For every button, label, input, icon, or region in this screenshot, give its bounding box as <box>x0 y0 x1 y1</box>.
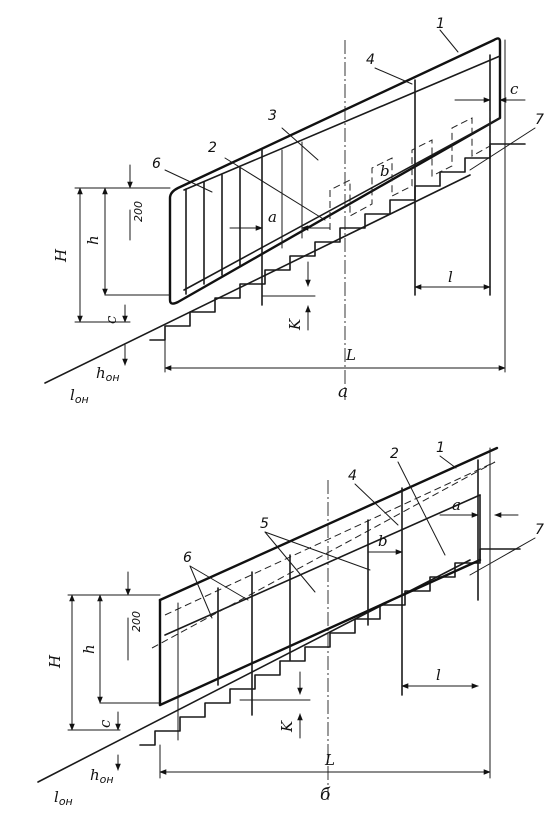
frame-top-dashed <box>164 461 496 616</box>
dim-200: 200 <box>130 611 143 632</box>
dim-c-right: c <box>510 80 519 98</box>
caption-b: б <box>320 785 331 805</box>
dim-200: 200 <box>132 201 145 222</box>
frame-bottom-line <box>158 558 482 707</box>
callout-2: 2 <box>208 140 217 156</box>
dim-K: K <box>278 720 296 733</box>
dim-h: h <box>84 235 102 245</box>
callout-4: 4 <box>348 468 357 484</box>
dim-b: b <box>378 532 388 550</box>
stair-steps <box>139 548 521 746</box>
dim-b: b <box>380 162 390 180</box>
callout-4: 4 <box>366 52 375 68</box>
diagram-b: 1 2 4 5 6 7 H h 200 c a b K l L hон lон … <box>37 440 544 808</box>
callout-5: 5 <box>260 516 269 532</box>
diagram-a: 1 4 3 2 6 7 H h 200 c c a b K l L hон lо… <box>44 16 544 406</box>
callout-7: 7 <box>535 112 544 128</box>
serpentine-bar <box>329 110 491 230</box>
dim-L: L <box>345 346 356 364</box>
dim-a: a <box>268 208 277 226</box>
dim-l-on: lон <box>70 386 89 406</box>
vertical-bars <box>177 459 479 741</box>
dim-l: l <box>436 666 441 684</box>
frame-top-inner <box>183 55 501 191</box>
dim-h: h <box>80 644 98 654</box>
dim-c: c <box>96 719 114 728</box>
dim-K: K <box>286 318 304 331</box>
reinforcement-frame-outline <box>168 37 502 305</box>
caption-a: а <box>338 382 348 402</box>
frame-bottom-inner <box>183 117 501 291</box>
ground-slope-line <box>44 174 471 384</box>
callout-6: 6 <box>183 550 192 566</box>
callout-1: 1 <box>436 16 445 32</box>
dim-H: H <box>46 654 64 669</box>
dim-a: a <box>452 496 461 514</box>
dim-l-on: lон <box>54 788 73 808</box>
frame-top-line <box>158 446 499 602</box>
stair-steps <box>149 143 526 341</box>
callout-2: 2 <box>390 446 399 462</box>
callout-6: 6 <box>152 156 161 172</box>
dim-h-on: hон <box>90 766 114 786</box>
callout-7: 7 <box>535 522 544 538</box>
callout-3: 3 <box>268 108 277 124</box>
dim-L: L <box>324 751 335 769</box>
vertical-bars <box>185 54 491 306</box>
dim-c-left: c <box>102 315 120 324</box>
dim-l: l <box>448 268 453 286</box>
dim-h-on: hон <box>96 364 120 384</box>
callout-1: 1 <box>436 440 445 456</box>
dim-H: H <box>52 248 70 263</box>
